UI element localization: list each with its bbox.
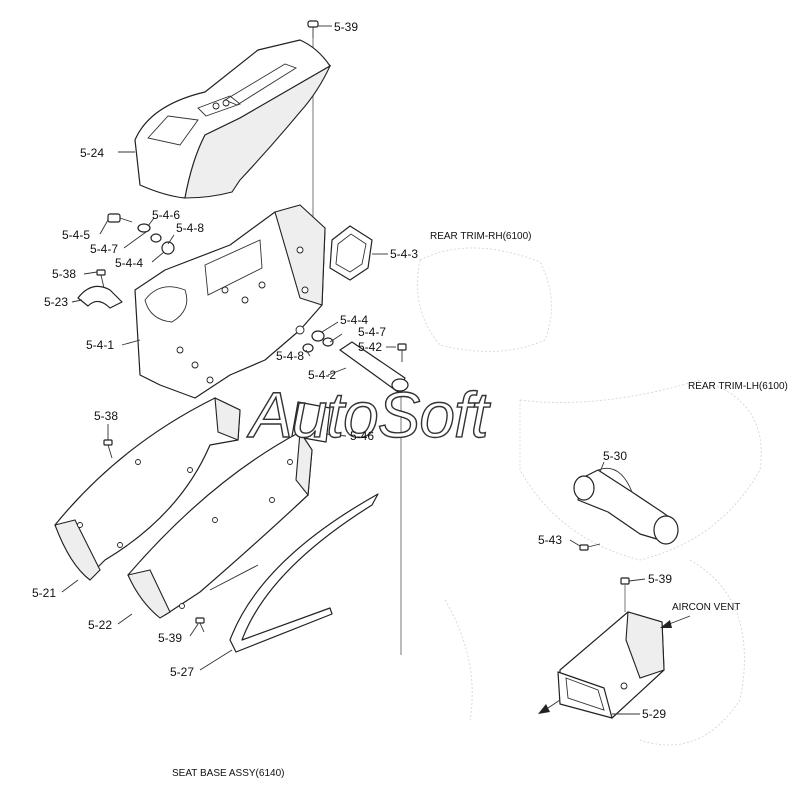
gasket-5-4-3 — [329, 225, 373, 281]
callout-5-4-8-mid: 5-4-8 — [276, 349, 304, 363]
callout-5-24: 5-24 — [80, 146, 104, 160]
callout-5-4-4-mid: 5-4-4 — [340, 313, 368, 327]
note-rear-trim-rh: REAR TRIM-RH(6100) — [430, 231, 532, 242]
bolt-5-42 — [397, 343, 407, 362]
callout-5-4-3: 5-4-3 — [390, 247, 418, 261]
callout-5-4-7-mid: 5-4-7 — [358, 325, 386, 339]
callout-5-4-1: 5-4-1 — [86, 338, 114, 352]
note-rear-trim-lh: REAR TRIM-LH(6100) — [688, 381, 788, 392]
airflow-arrows — [538, 615, 691, 714]
side-panel-5-22 — [127, 430, 313, 619]
clamp-5-23 — [77, 285, 123, 309]
callout-5-39-right: 5-39 — [648, 572, 672, 586]
screw-5-39-right — [620, 577, 630, 585]
callout-5-23: 5-23 — [44, 295, 68, 309]
callout-5-4-4-top: 5-4-4 — [115, 256, 143, 270]
screw-5-39-bottom — [195, 617, 205, 633]
callout-5-38-mid: 5-38 — [94, 409, 118, 423]
trim-strip-5-27 — [229, 493, 379, 653]
air-duct-5-30 — [573, 467, 679, 545]
screw-5-43 — [579, 543, 601, 551]
callout-5-29: 5-29 — [642, 707, 666, 721]
side-panel-5-21 — [54, 397, 241, 581]
leader-lines — [61, 25, 646, 715]
watermark: AutoSoft — [246, 379, 491, 451]
callout-5-38-top: 5-38 — [52, 267, 76, 281]
callout-5-4-6: 5-4-6 — [152, 208, 180, 222]
bolt-5-38-top — [96, 269, 106, 289]
callout-5-42: 5-42 — [358, 340, 382, 354]
callout-5-27: 5-27 — [170, 665, 194, 679]
callout-5-43: 5-43 — [538, 533, 562, 547]
pad-5-46 — [291, 401, 331, 443]
callout-5-4-7-top: 5-4-7 — [90, 242, 118, 256]
callout-5-4-8-top: 5-4-8 — [176, 221, 204, 235]
callout-5-4-5: 5-4-5 — [62, 228, 90, 242]
callout-5-21: 5-21 — [32, 586, 56, 600]
console-cover-5-24 — [134, 39, 332, 199]
callout-5-4-2: 5-4-2 — [308, 368, 336, 382]
shaft-5-4-2 — [339, 341, 409, 393]
bolt-5-38-mid — [103, 439, 113, 459]
fasteners-mid-cluster — [302, 330, 334, 353]
callout-5-46: 5-46 — [350, 429, 374, 443]
fasteners-top-cluster — [107, 213, 175, 255]
callout-5-22: 5-22 — [88, 618, 112, 632]
note-seat-base: SEAT BASE ASSY(6140) — [172, 768, 284, 779]
vent-5-29 — [557, 611, 665, 719]
screw-5-39-top — [307, 20, 319, 38]
callout-5-30: 5-30 — [603, 449, 627, 463]
background-ghost-drawing — [417, 247, 762, 746]
note-aircon-vent: AIRCON VENT — [672, 602, 740, 613]
callout-5-39-bottom: 5-39 — [158, 631, 182, 645]
callout-5-39-top: 5-39 — [334, 20, 358, 34]
bracket-frame-5-4-1 — [134, 204, 326, 399]
